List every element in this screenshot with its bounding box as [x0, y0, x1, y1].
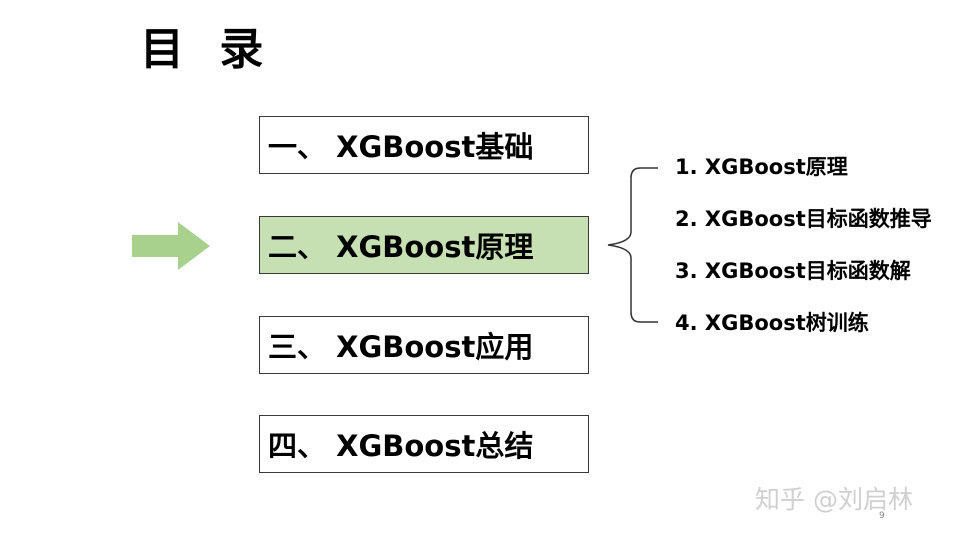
page-number: 9	[879, 511, 885, 521]
section-basics: 一、 XGBoost基础	[259, 116, 589, 174]
section-applications: 三、 XGBoost应用	[259, 316, 589, 374]
subsection-item-1: 1. XGBoost原理	[675, 155, 848, 179]
section-summary-label: 四、 XGBoost总结	[268, 429, 534, 463]
subsection-item-2: 2. XGBoost目标函数推导	[675, 207, 932, 231]
arrow-right-icon	[132, 222, 210, 270]
subsection-item-3: 3. XGBoost目标函数解	[675, 259, 911, 283]
section-summary: 四、 XGBoost总结	[259, 415, 589, 473]
section-principles-label: 二、 XGBoost原理	[268, 230, 534, 264]
subsection-item-4: 4. XGBoost树训练	[675, 311, 869, 335]
page-title: 目 录	[140, 24, 274, 75]
watermark: 知乎 @刘启林	[755, 485, 913, 514]
section-applications-label: 三、 XGBoost应用	[268, 330, 534, 364]
section-basics-label: 一、 XGBoost基础	[268, 130, 534, 164]
section-principles: 二、 XGBoost原理	[259, 216, 589, 274]
left-brace-icon	[607, 167, 658, 323]
